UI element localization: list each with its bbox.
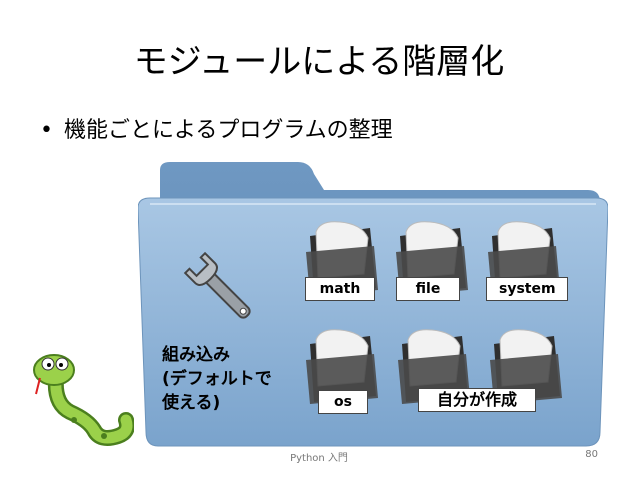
slide-title: モジュールによる階層化	[133, 42, 505, 82]
builtin-label-line: 使える)	[162, 393, 221, 413]
module-label-system: system	[486, 277, 568, 301]
module-label-math: math	[305, 277, 375, 301]
builtin-label-line: (デフォルトで	[162, 369, 272, 389]
python-snake-icon	[14, 348, 135, 448]
bullet-item: • 機能ごとによるプログラムの整理	[40, 116, 393, 146]
module-folder-icon	[484, 326, 564, 406]
module-label-file: file	[396, 277, 460, 301]
wrench-icon	[180, 248, 264, 332]
module-folder-icon	[392, 326, 472, 406]
bullet-dot: •	[40, 118, 53, 143]
module-folder-icon	[300, 326, 380, 406]
footer-title: Python 入門	[290, 453, 348, 464]
builtin-label: 組み込み (デフォルトで 使える)	[162, 343, 272, 415]
builtin-label-line: 組み込み	[162, 345, 230, 365]
page-number: 80	[585, 449, 598, 460]
bullet-text: 機能ごとによるプログラムの整理	[64, 118, 393, 143]
module-label-own: 自分が作成	[418, 388, 536, 412]
module-label-os: os	[318, 390, 368, 414]
